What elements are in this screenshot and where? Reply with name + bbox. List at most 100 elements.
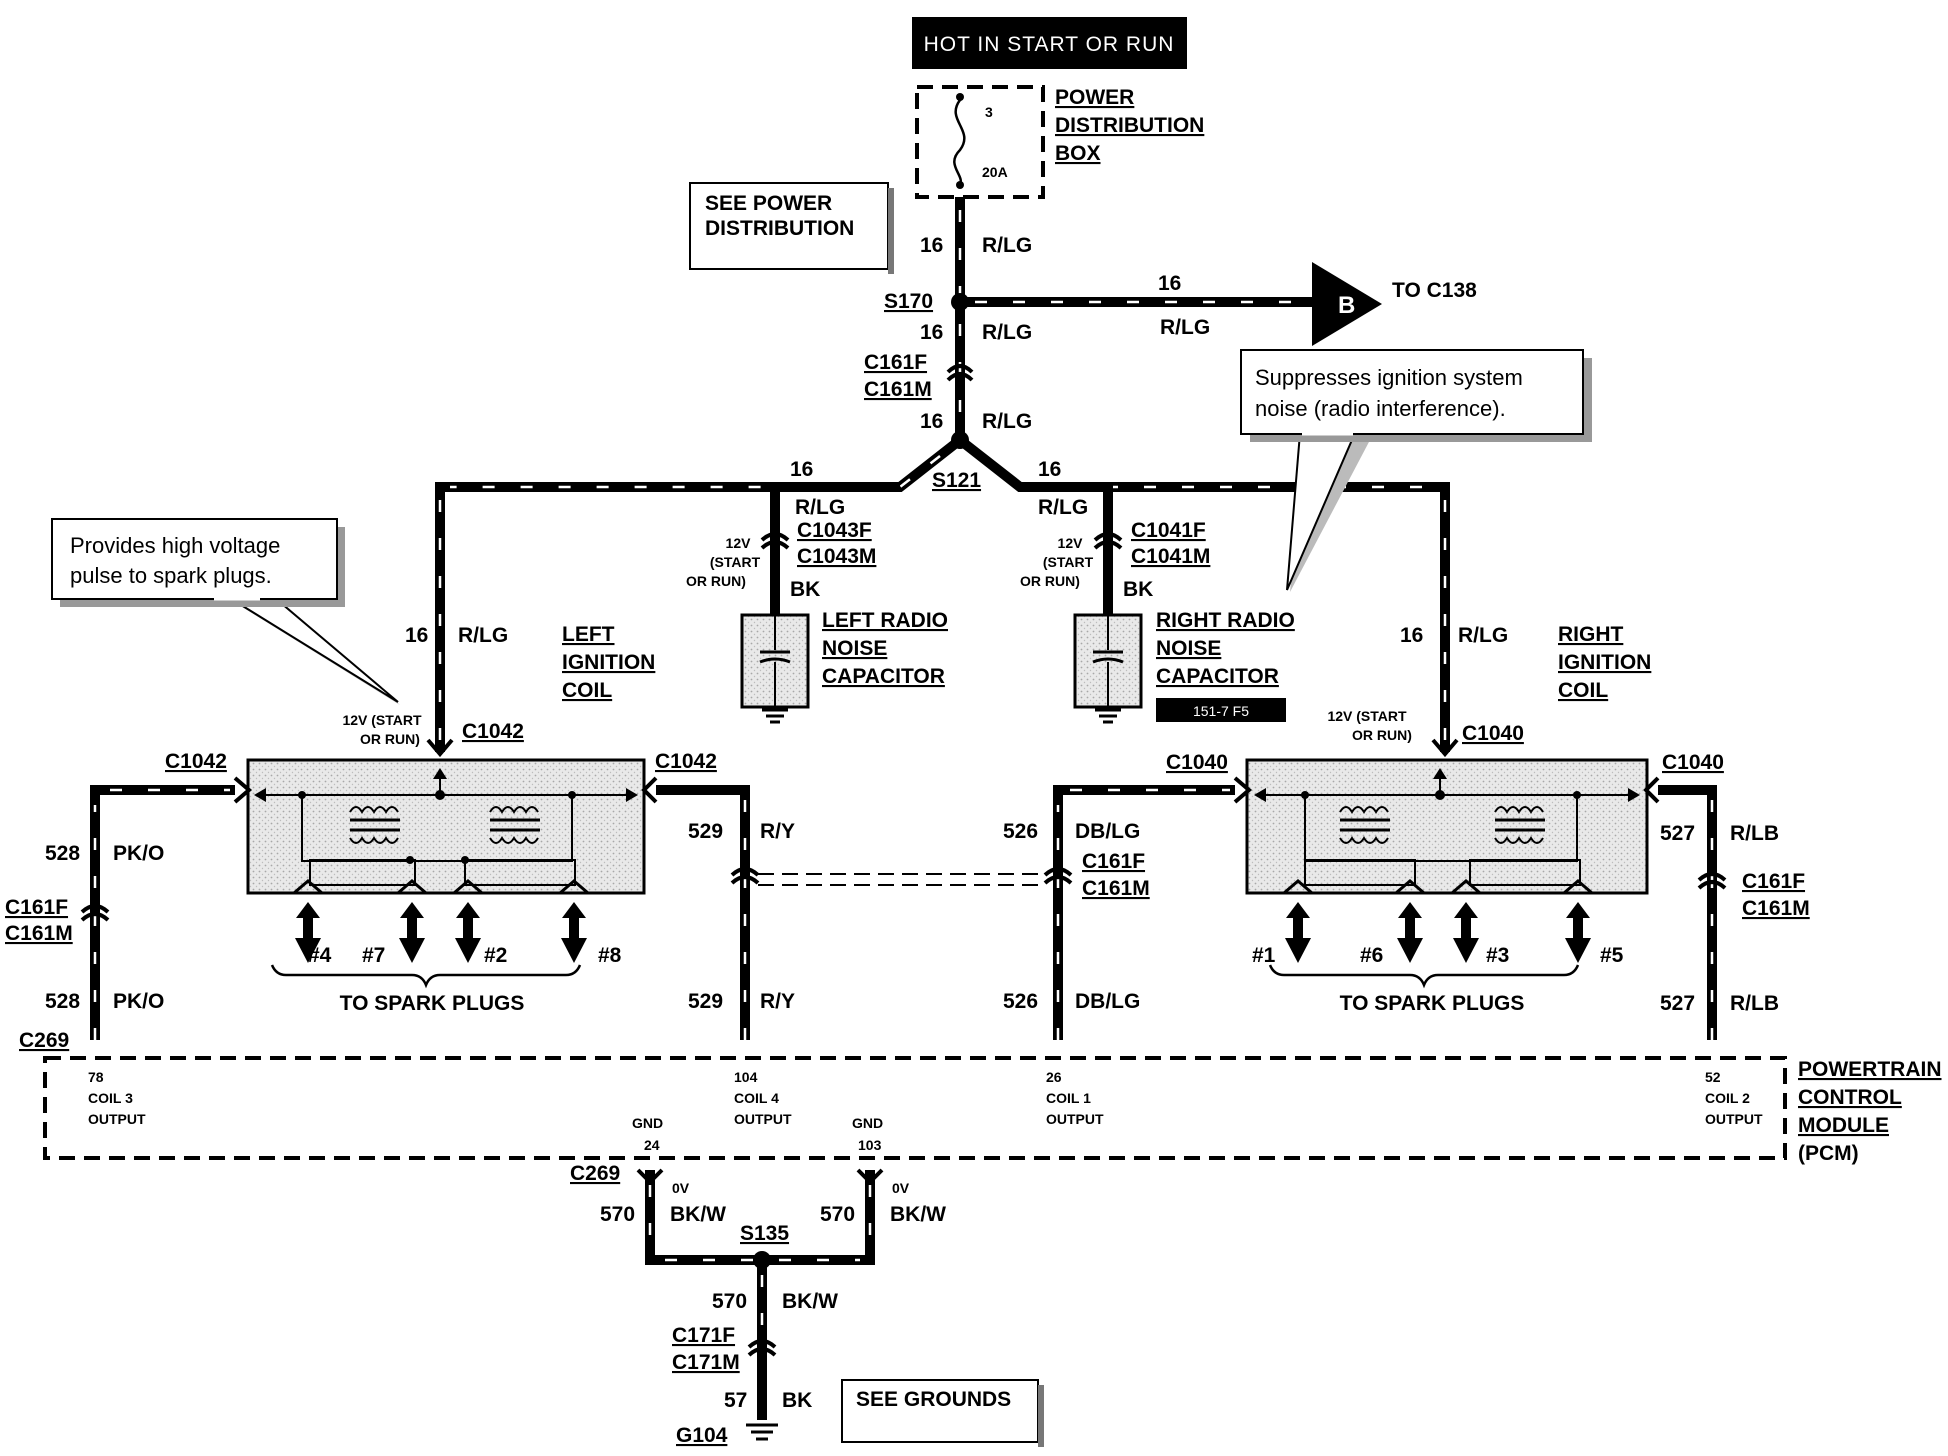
connector-c269-bottom: C269 [570, 1162, 620, 1185]
svg-text:C161M: C161M [1082, 877, 1150, 900]
svg-text:529: 529 [688, 990, 723, 1013]
svg-text:0V: 0V [892, 1180, 910, 1196]
svg-text:R/LG: R/LG [795, 496, 845, 519]
coil-output-wires: C1042 C1042 C1040 C1040 528 PK/O C161F C… [5, 738, 1810, 1040]
connector-c171f: C171F [672, 1324, 735, 1347]
svg-text:R/LB: R/LB [1730, 992, 1779, 1015]
spark-plug-arrow [397, 879, 427, 963]
svg-text:16: 16 [920, 410, 943, 433]
svg-text:OUTPUT: OUTPUT [734, 1111, 792, 1127]
connector-c1043f: C1043F [797, 519, 872, 542]
svg-text:C1040: C1040 [1166, 751, 1228, 774]
svg-text:R/LG: R/LG [458, 624, 508, 647]
svg-text:C1042: C1042 [165, 750, 227, 773]
power-box-label-2: DISTRIBUTION [1055, 114, 1204, 137]
svg-text:Provides high voltage: Provides high voltage [70, 533, 280, 558]
connector-c1041m: C1041M [1131, 545, 1210, 568]
svg-text:IGNITION: IGNITION [1558, 651, 1651, 674]
svg-text:CAPACITOR: CAPACITOR [1156, 665, 1279, 688]
svg-text:R/Y: R/Y [760, 990, 795, 1013]
svg-text:SEE POWER: SEE POWER [705, 192, 832, 215]
svg-text:#6: #6 [1360, 944, 1383, 967]
svg-text:LEFT RADIO: LEFT RADIO [822, 609, 948, 632]
see-grounds-box[interactable]: SEE GROUNDS [841, 1379, 1044, 1447]
svg-text:TO SPARK PLUGS: TO SPARK PLUGS [340, 992, 525, 1015]
svg-text:16: 16 [790, 458, 813, 481]
svg-text:OR RUN): OR RUN) [360, 731, 420, 747]
powertrain-control-module: C269 POWERTRAIN CONTROL MODULE (PCM) 78 … [19, 1029, 1942, 1165]
svg-text:COIL 2: COIL 2 [1705, 1090, 1750, 1106]
svg-text:528: 528 [45, 842, 80, 865]
svg-text:(START: (START [1043, 554, 1094, 570]
connector-c269-top: C269 [19, 1029, 69, 1052]
svg-text:(PCM): (PCM) [1798, 1142, 1859, 1165]
connector-c161m-top: C161M [864, 378, 932, 401]
power-box-label-1: POWER [1055, 86, 1134, 109]
svg-text:526: 526 [1003, 820, 1038, 843]
power-distribution-box: 3 20A POWER DISTRIBUTION BOX [915, 85, 1204, 199]
fuse-number: 3 [985, 104, 993, 120]
svg-text:103: 103 [858, 1137, 882, 1153]
svg-text:12V (START: 12V (START [342, 712, 422, 728]
svg-text:527: 527 [1660, 822, 1695, 845]
fuse-rating: 20A [982, 164, 1008, 180]
svg-text:BK/W: BK/W [782, 1290, 838, 1313]
spark-plug-arrow [293, 879, 323, 963]
svg-text:16: 16 [1158, 272, 1181, 295]
svg-text:529: 529 [688, 820, 723, 843]
svg-text:CAPACITOR: CAPACITOR [822, 665, 945, 688]
svg-text:R/LG: R/LG [982, 321, 1032, 344]
svg-text:570: 570 [712, 1290, 747, 1313]
svg-text:26: 26 [1046, 1069, 1062, 1085]
svg-text:78: 78 [88, 1069, 104, 1085]
svg-text:COIL 3: COIL 3 [88, 1090, 133, 1106]
svg-text:DISTRIBUTION: DISTRIBUTION [705, 217, 854, 240]
svg-text:570: 570 [820, 1203, 855, 1226]
svg-text:pulse to spark plugs.: pulse to spark plugs. [70, 563, 272, 588]
left-ignition-coil-label: LEFT IGNITION COIL 12V (START OR RUN) C1… [342, 623, 655, 747]
svg-text:BK: BK [1123, 578, 1153, 601]
svg-text:#1: #1 [1252, 944, 1276, 967]
splice-s170: S170 [884, 290, 933, 313]
connector-c1043m: C1043M [797, 545, 876, 568]
to-c138-branch: B TO C138 16 R/LG [960, 262, 1477, 346]
svg-text:C161M: C161M [1742, 897, 1810, 920]
spark-plug-arrow [559, 879, 589, 963]
connector-c1040-top: C1040 [1462, 722, 1524, 745]
svg-text:GND: GND [632, 1115, 663, 1131]
svg-text:PK/O: PK/O [113, 842, 164, 865]
svg-text:16: 16 [920, 234, 943, 257]
connector-c161f-top: C161F [864, 351, 927, 374]
svg-text:#5: #5 [1600, 944, 1624, 967]
svg-text:GND: GND [852, 1115, 883, 1131]
svg-text:(START: (START [710, 554, 761, 570]
svg-text:NOISE: NOISE [822, 637, 887, 660]
svg-text:0V: 0V [672, 1180, 690, 1196]
svg-text:RIGHT: RIGHT [1558, 623, 1624, 646]
svg-text:R/LG: R/LG [1038, 496, 1088, 519]
see-power-distribution-box[interactable]: SEE POWER DISTRIBUTION [689, 182, 894, 274]
svg-text:16: 16 [1038, 458, 1061, 481]
spark-plug-arrow [1563, 879, 1593, 963]
svg-text:BK: BK [790, 578, 820, 601]
right-ignition-coil [1245, 758, 1649, 895]
svg-text:POWERTRAIN: POWERTRAIN [1798, 1058, 1942, 1081]
spark-plug-arrow [453, 879, 483, 963]
svg-text:HOT IN START OR RUN: HOT IN START OR RUN [924, 33, 1175, 56]
splice-s135: S135 [740, 1222, 789, 1245]
svg-text:C161M: C161M [5, 922, 73, 945]
callout-coil: Provides high voltage pulse to spark plu… [51, 518, 400, 705]
svg-text:R/Y: R/Y [760, 820, 795, 843]
svg-text:C161F: C161F [1742, 870, 1805, 893]
svg-text:noise (radio interference).: noise (radio interference). [1255, 396, 1506, 421]
svg-text:NOISE: NOISE [1156, 637, 1221, 660]
svg-text:R/LB: R/LB [1730, 822, 1779, 845]
svg-text:12V: 12V [1058, 535, 1084, 551]
svg-text:IGNITION: IGNITION [562, 651, 655, 674]
svg-text:TO SPARK PLUGS: TO SPARK PLUGS [1340, 992, 1525, 1015]
svg-text:57: 57 [724, 1389, 747, 1412]
svg-text:BK/W: BK/W [890, 1203, 946, 1226]
svg-text:12V: 12V [726, 535, 752, 551]
svg-text:Suppresses ignition system: Suppresses ignition system [1255, 365, 1523, 390]
svg-text:DB/LG: DB/LG [1075, 990, 1140, 1013]
